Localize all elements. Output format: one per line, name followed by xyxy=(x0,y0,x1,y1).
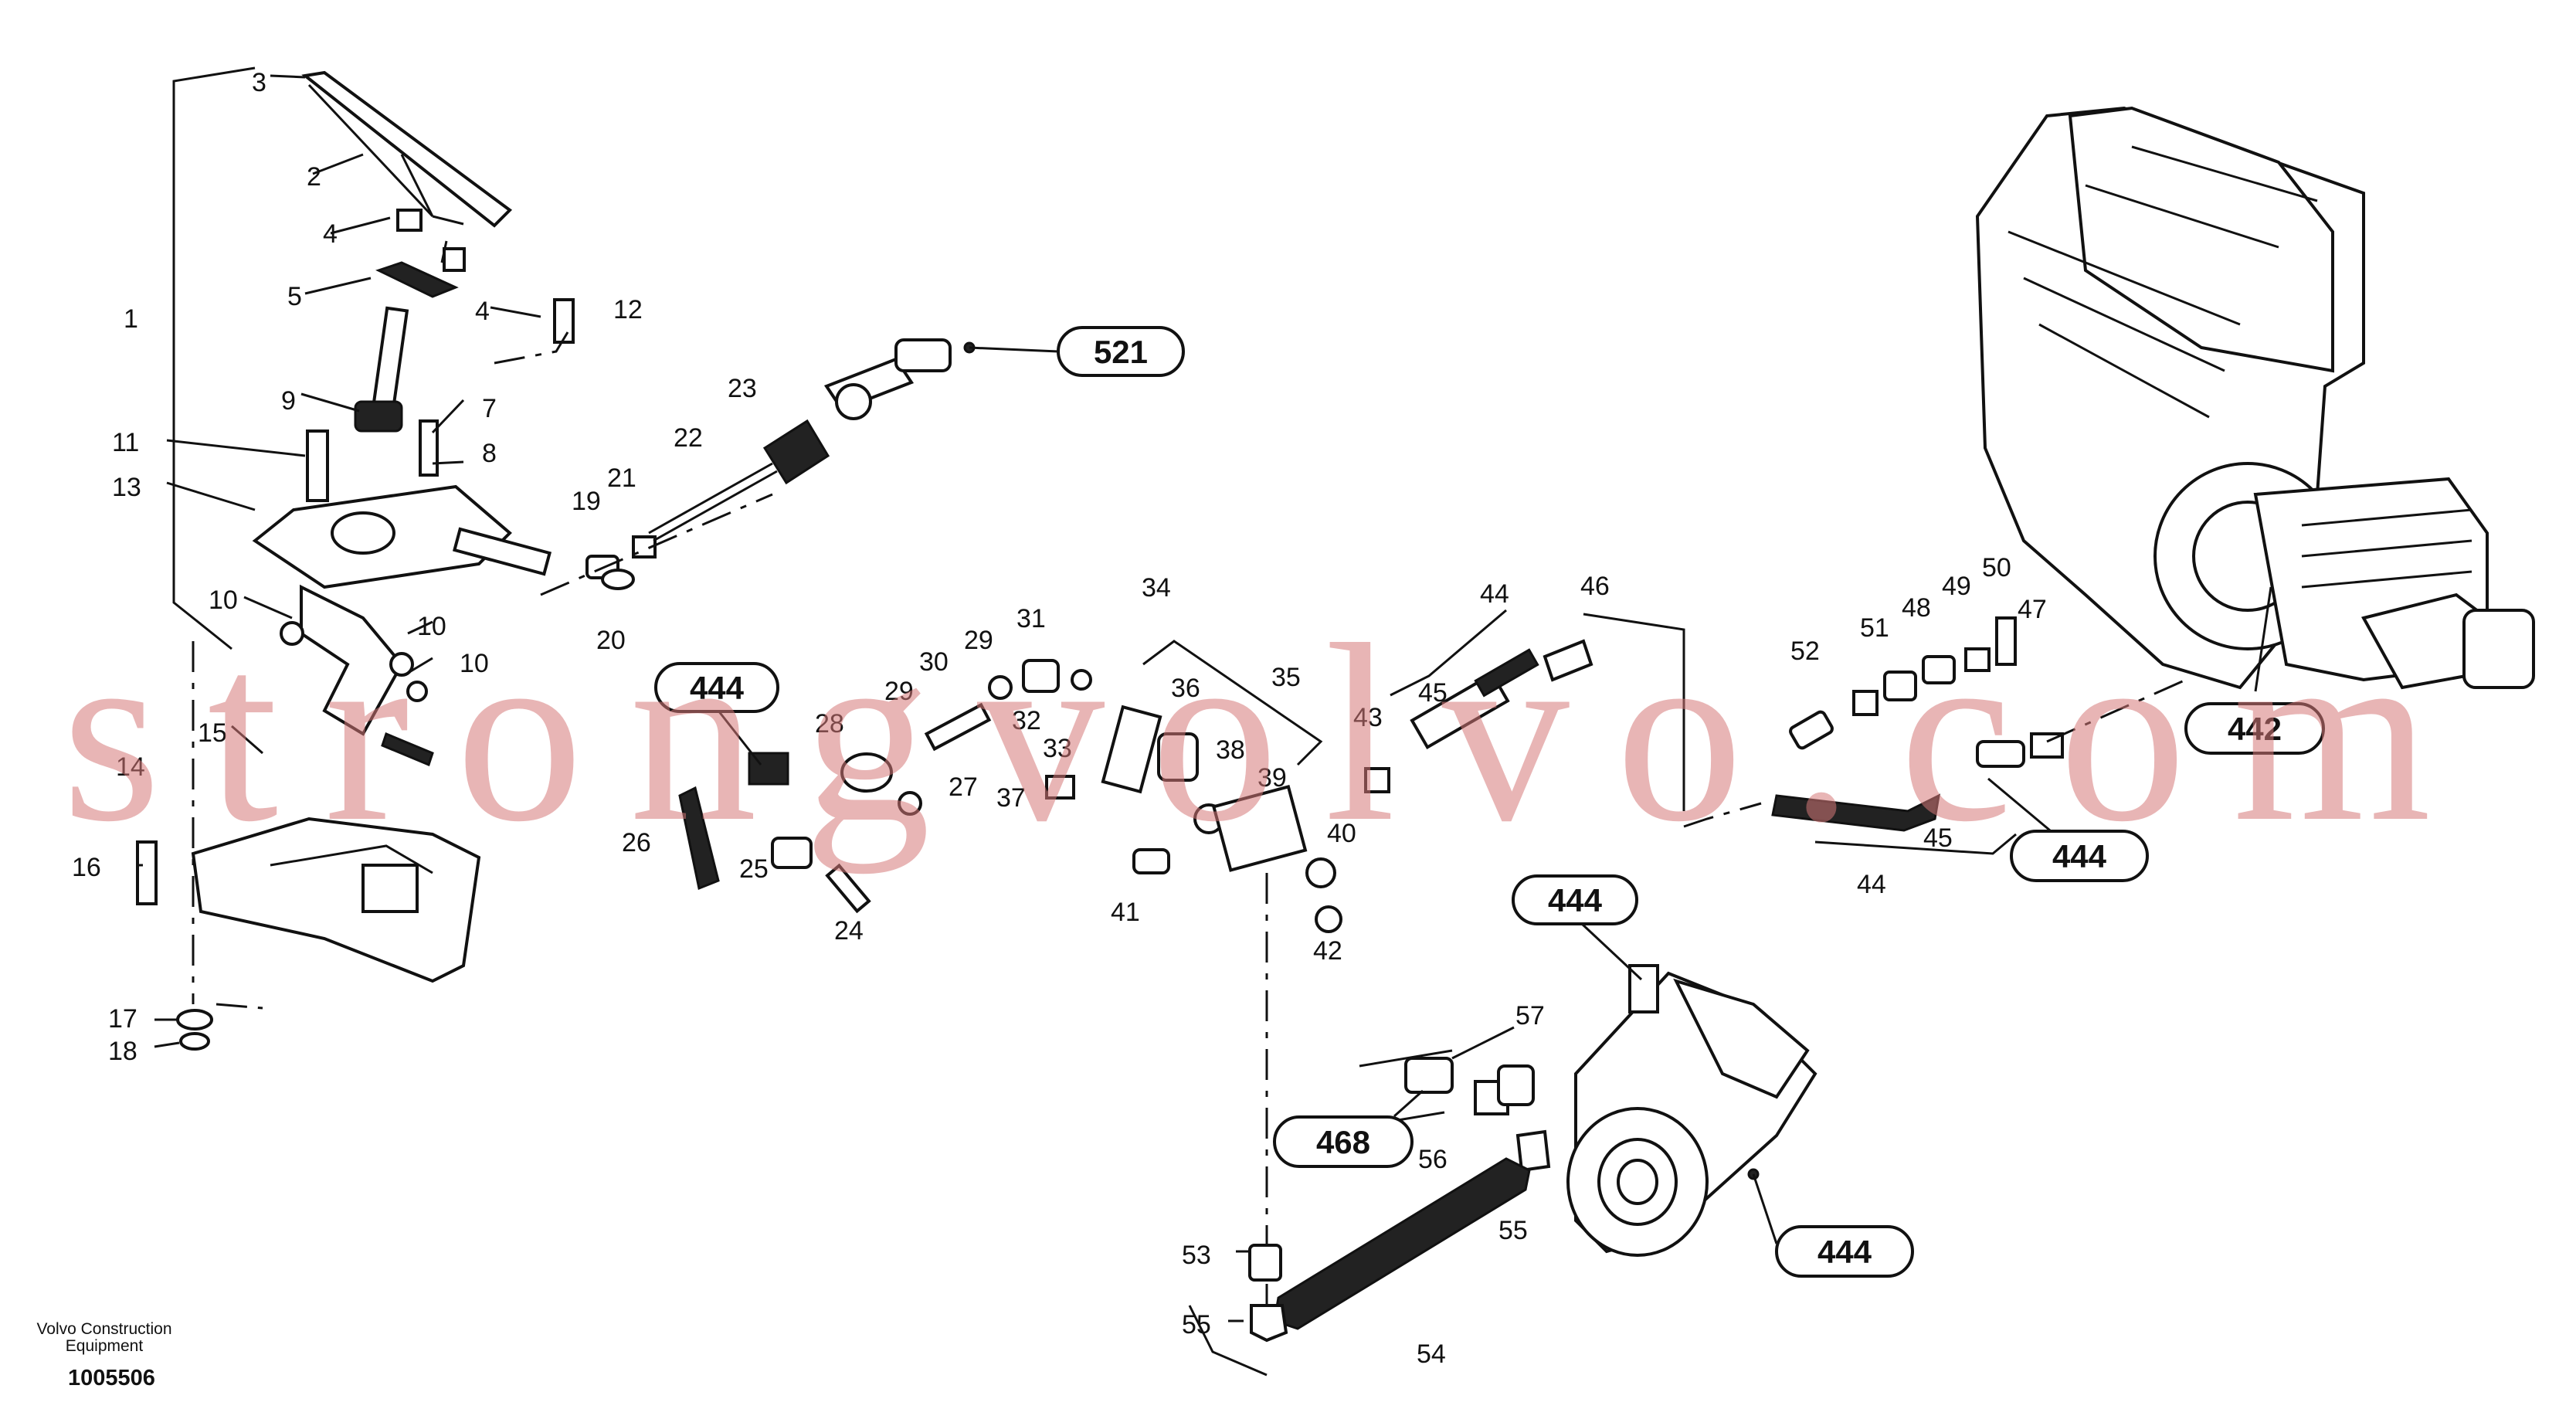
label-15: 15 xyxy=(198,718,227,748)
svg-text:444: 444 xyxy=(1817,1234,1872,1270)
label-9: 9 xyxy=(281,386,296,416)
label-22: 22 xyxy=(674,423,703,453)
label-4b: 4 xyxy=(475,297,490,326)
label-42: 42 xyxy=(1313,936,1342,966)
label-50: 50 xyxy=(1982,553,2011,582)
label-5: 5 xyxy=(287,282,302,311)
svg-text:444: 444 xyxy=(2052,838,2107,874)
label-19: 19 xyxy=(572,487,601,516)
label-51: 51 xyxy=(1860,613,1889,643)
label-14: 14 xyxy=(116,752,145,782)
callout-444-motor-top[interactable]: 444 xyxy=(1512,874,1643,981)
label-2: 2 xyxy=(307,162,321,192)
label-7: 7 xyxy=(482,394,497,423)
label-26: 26 xyxy=(622,828,651,857)
travel-motor-assembly xyxy=(1188,964,1817,1377)
label-10a: 10 xyxy=(209,586,238,615)
label-56: 56 xyxy=(1418,1145,1448,1174)
label-48: 48 xyxy=(1902,593,1931,623)
label-12: 12 xyxy=(613,295,643,324)
svg-text:521: 521 xyxy=(1094,334,1148,370)
label-44b: 44 xyxy=(1857,870,1886,899)
label-10c: 10 xyxy=(460,649,489,678)
label-8: 8 xyxy=(482,439,497,468)
label-54: 54 xyxy=(1417,1339,1446,1369)
label-24: 24 xyxy=(834,916,864,946)
label-16: 16 xyxy=(72,853,101,882)
label-35: 35 xyxy=(1271,663,1301,692)
label-53: 53 xyxy=(1182,1241,1211,1270)
label-46: 46 xyxy=(1580,572,1610,601)
hose-assembly-center xyxy=(1364,609,1762,828)
label-45b: 45 xyxy=(1923,823,1953,853)
callouts: 521 444 444 444 444 442 xyxy=(654,326,2325,1278)
label-44a: 44 xyxy=(1480,579,1509,609)
linkage-assembly xyxy=(678,640,1342,1313)
label-41: 41 xyxy=(1111,898,1140,927)
part-labels: 1 2 3 4 4 5 7 8 9 10 10 10 11 12 13 14 1… xyxy=(72,68,2047,1369)
label-29b: 29 xyxy=(964,626,993,655)
label-23: 23 xyxy=(728,374,757,403)
callout-442[interactable]: 442 xyxy=(2184,586,2325,755)
label-3: 3 xyxy=(252,68,266,97)
label-17: 17 xyxy=(108,1004,137,1034)
label-33: 33 xyxy=(1043,734,1072,763)
callout-444-linkage[interactable]: 444 xyxy=(654,662,779,766)
svg-text:444: 444 xyxy=(690,670,745,706)
hose-assembly-right xyxy=(1771,616,2187,855)
label-30: 30 xyxy=(919,647,949,677)
label-38: 38 xyxy=(1216,735,1245,765)
label-28: 28 xyxy=(815,709,844,738)
label-21: 21 xyxy=(607,463,636,493)
callout-444-hose-right[interactable]: 444 xyxy=(1987,777,2149,882)
label-4a: 4 xyxy=(323,219,338,249)
label-45a: 45 xyxy=(1418,678,1448,708)
label-40: 40 xyxy=(1327,819,1356,848)
label-10b: 10 xyxy=(417,612,446,641)
callout-468[interactable]: 468 xyxy=(1273,1089,1424,1168)
label-13: 13 xyxy=(112,473,141,502)
svg-text:444: 444 xyxy=(1548,882,1603,918)
label-29a: 29 xyxy=(884,677,914,706)
callout-444-motor-right[interactable]: 444 xyxy=(1752,1173,1914,1278)
label-1: 1 xyxy=(124,304,138,334)
svg-text:468: 468 xyxy=(1316,1124,1370,1160)
engine-pump-assembly xyxy=(1975,106,2535,690)
label-49: 49 xyxy=(1942,572,1971,601)
label-32: 32 xyxy=(1012,706,1041,735)
svg-text:442: 442 xyxy=(2228,711,2282,747)
pedal-assembly xyxy=(136,66,575,1051)
label-20: 20 xyxy=(596,626,626,655)
label-31: 31 xyxy=(1016,604,1046,633)
label-34: 34 xyxy=(1142,573,1171,603)
label-37: 37 xyxy=(996,783,1026,813)
label-57: 57 xyxy=(1515,1001,1545,1030)
label-43: 43 xyxy=(1353,703,1383,732)
label-36: 36 xyxy=(1171,674,1200,703)
label-27: 27 xyxy=(949,772,978,802)
label-55a: 55 xyxy=(1182,1310,1211,1339)
footer-brand: Volvo Construction Equipment xyxy=(36,1320,172,1355)
label-55b: 55 xyxy=(1498,1216,1528,1245)
label-11: 11 xyxy=(112,428,139,457)
callout-521[interactable]: 521 xyxy=(969,326,1185,377)
footer-drawing-code: 1005506 xyxy=(68,1366,155,1390)
label-52: 52 xyxy=(1790,637,1820,666)
label-18: 18 xyxy=(108,1037,137,1066)
cable-assembly xyxy=(540,338,976,596)
label-39: 39 xyxy=(1257,763,1287,793)
label-25: 25 xyxy=(739,854,769,884)
label-47: 47 xyxy=(2018,595,2047,624)
